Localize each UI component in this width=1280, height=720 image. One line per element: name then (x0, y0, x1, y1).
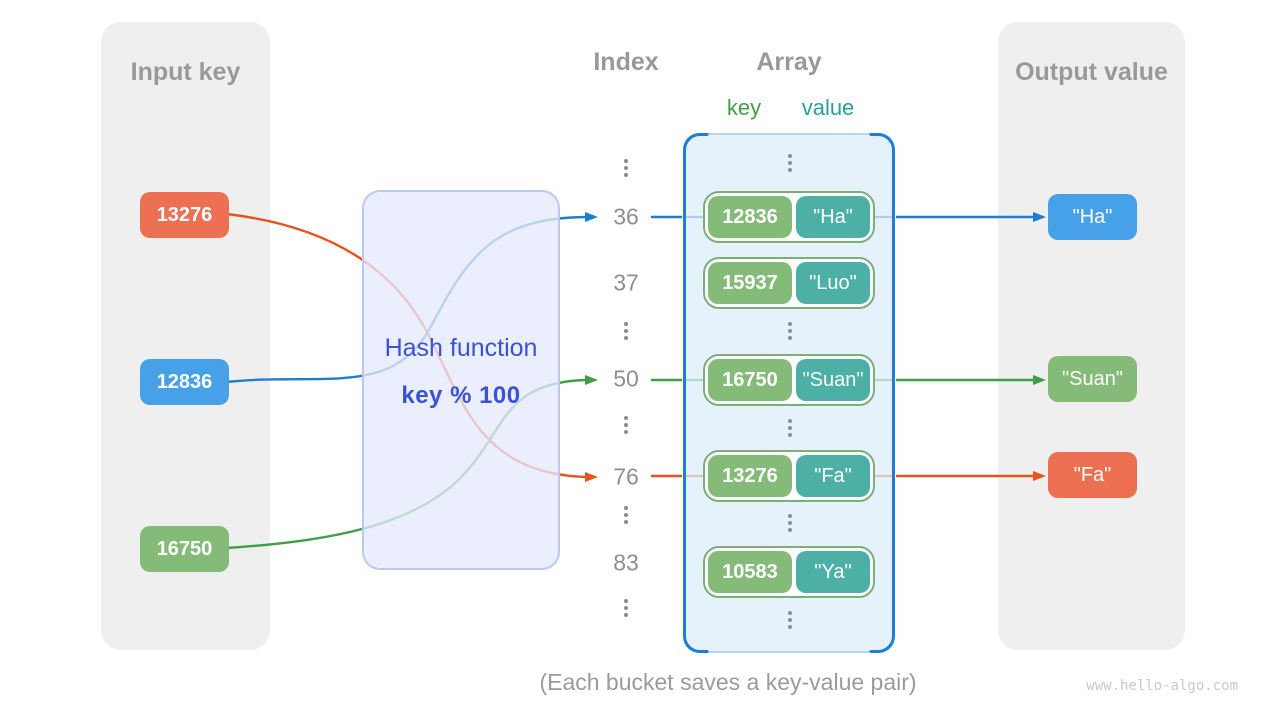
pair-value: "Ya" (796, 551, 870, 593)
output-value-panel: Output value (998, 22, 1185, 650)
pair-key: 16750 (708, 359, 792, 401)
bucket-pair-10583-ya: 10583 "Ya" (703, 546, 875, 598)
hash-function-title: Hash function (384, 334, 538, 362)
hash-function-box: Hash function key % 100 (362, 190, 560, 570)
pair-value: "Fa" (796, 455, 870, 497)
bucket-pair-13276-fa: 13276 "Fa" (703, 450, 875, 502)
ellipsis-index-1 (624, 159, 628, 177)
arrowhead-into-index-36 (585, 212, 598, 222)
arrowhead-into-index-50 (585, 375, 598, 385)
input-key-12836: 12836 (140, 359, 229, 405)
ellipsis-array-3 (788, 419, 792, 437)
index-37: 37 (613, 269, 639, 296)
pair-key: 15937 (708, 262, 792, 304)
ellipsis-index-4 (624, 506, 628, 524)
input-key-16750: 16750 (140, 526, 229, 572)
pair-key: 13276 (708, 455, 792, 497)
ellipsis-index-3 (624, 416, 628, 434)
output-value-ha: "Ha" (1048, 194, 1137, 240)
pair-value: "Suan" (796, 359, 870, 401)
hash-function-formula: key % 100 (401, 382, 521, 409)
pair-key: 12836 (708, 196, 792, 238)
index-76: 76 (613, 463, 639, 490)
ellipsis-index-5 (624, 599, 628, 617)
pair-key: 10583 (708, 551, 792, 593)
pair-value: "Ha" (796, 196, 870, 238)
index-83: 83 (613, 549, 639, 576)
output-value-fa: "Fa" (1048, 452, 1137, 498)
diagram-caption: (Each bucket saves a key-value pair) (539, 669, 917, 695)
ellipsis-array-1 (788, 154, 792, 172)
index-36: 36 (613, 203, 639, 230)
index-50: 50 (613, 365, 639, 392)
input-key-title: Input key (130, 58, 241, 86)
ellipsis-index-2 (624, 322, 628, 340)
website-watermark: www.hello-algo.com (1086, 678, 1238, 694)
array-column-title: Array (756, 48, 822, 76)
ellipsis-array-2 (788, 322, 792, 340)
input-key-13276: 13276 (140, 192, 229, 238)
bucket-pair-15937-luo: 15937 "Luo" (703, 257, 875, 309)
output-value-title: Output value (1015, 58, 1168, 86)
bucket-pair-12836-ha: 12836 "Ha" (703, 191, 875, 243)
bucket-pair-16750-suan: 16750 "Suan" (703, 354, 875, 406)
value-column-label: value (801, 95, 855, 120)
pair-value: "Luo" (796, 262, 870, 304)
ellipsis-array-5 (788, 611, 792, 629)
index-column-title: Index (593, 48, 659, 76)
arrowhead-into-index-76 (585, 472, 598, 482)
ellipsis-array-4 (788, 514, 792, 532)
key-column-label: key (726, 95, 762, 120)
output-value-suan: "Suan" (1048, 356, 1137, 402)
